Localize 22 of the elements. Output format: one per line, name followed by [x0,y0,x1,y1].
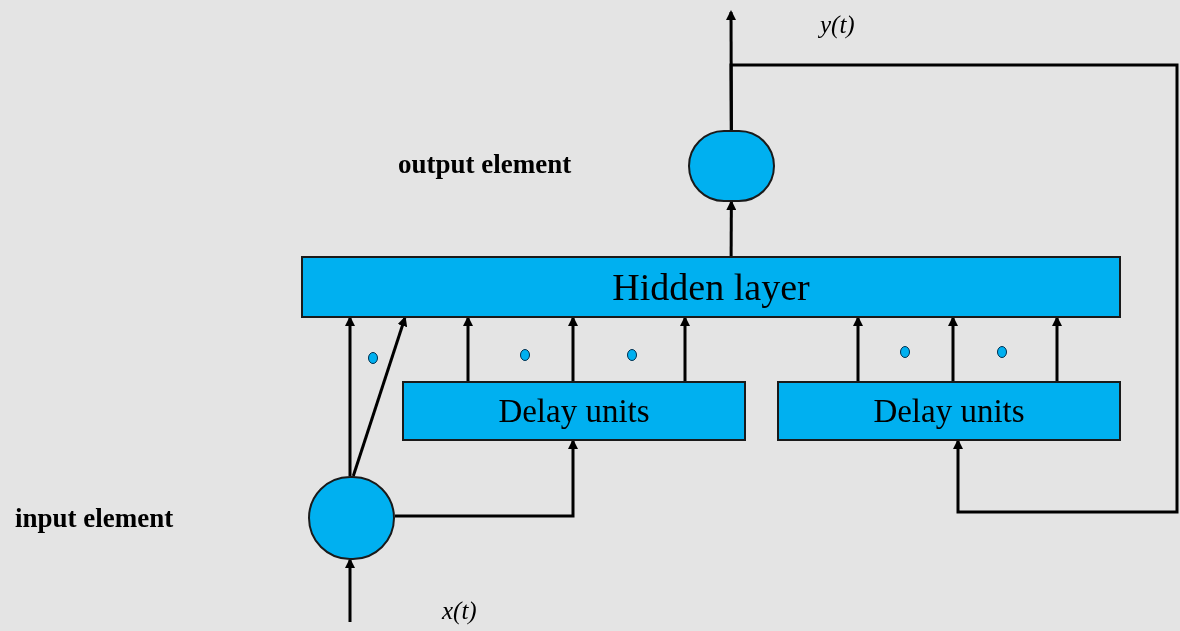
arrow [729,63,1179,514]
arrow [394,439,578,518]
arrow [680,316,690,381]
arrow [948,316,958,381]
arrow [726,200,737,256]
arrow [568,316,578,381]
layer-box [301,256,1121,318]
arrow [345,316,355,476]
layer-box [777,381,1121,441]
arrow [345,558,355,622]
arrow [1052,316,1062,381]
signal-label: y(t) [820,12,855,37]
element-label: input element [15,505,174,532]
box-label: Hidden layer [612,268,810,306]
signal-label: x(t) [442,598,477,623]
layer-box [402,381,746,441]
arrow [853,316,863,381]
box-label: Delay units [498,394,650,428]
arrow [351,316,408,477]
element-label: output element [398,151,572,178]
box-label: Delay units [873,394,1025,428]
arrow [463,316,473,381]
